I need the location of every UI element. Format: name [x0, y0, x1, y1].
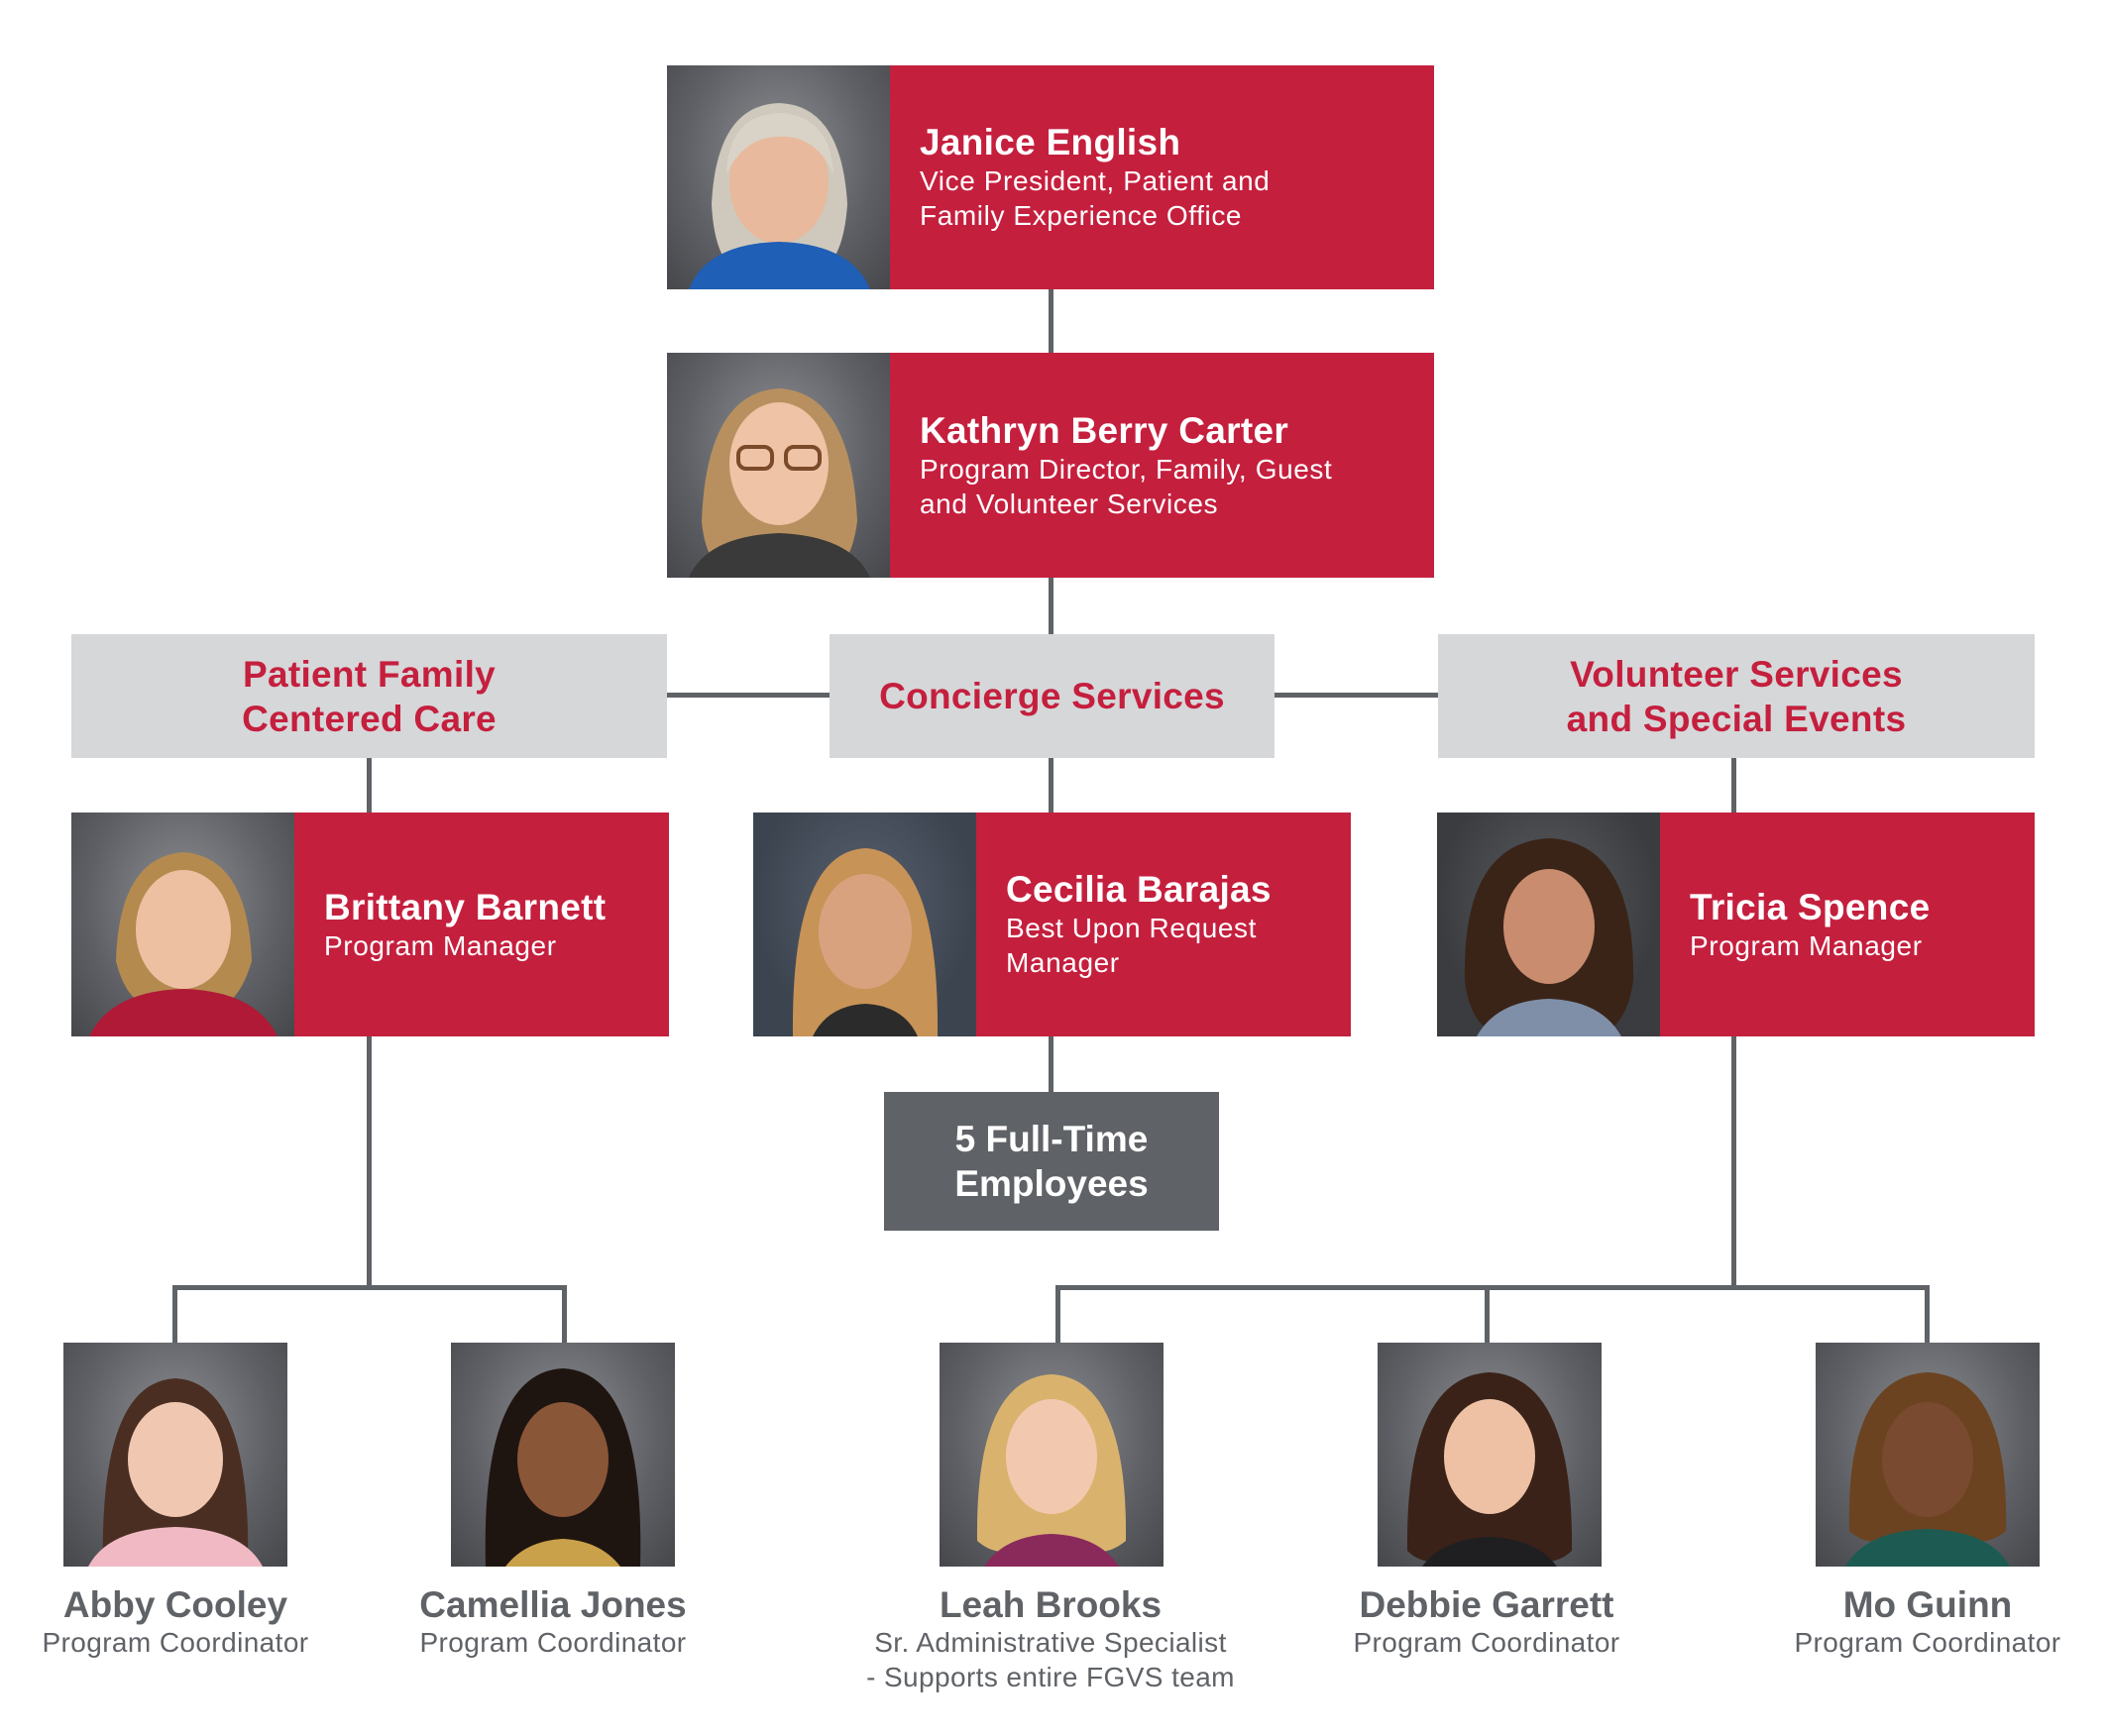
manager-info: Cecilia Barajas Best Upon Request Manage…: [976, 813, 1351, 1036]
department-label-line: and Special Events: [1566, 698, 1907, 739]
leader-name: Kathryn Berry Carter: [920, 409, 1289, 451]
staff-caption-camellia-jones: Camellia Jones Program Coordinator: [345, 1585, 761, 1660]
connector-line: [1049, 1036, 1053, 1092]
portrait-photo: [689, 388, 870, 578]
staff-title-line: Sr. Administrative Specialist: [874, 1627, 1227, 1658]
leader-title-line: Family Experience Office: [920, 200, 1243, 231]
portrait-photo: [667, 65, 890, 289]
manager-name: Brittany Barnett: [324, 886, 607, 927]
staff-title-line: Program Coordinator: [1353, 1627, 1620, 1658]
manager-title-line: Program Manager: [324, 929, 557, 961]
leader-title-line: and Volunteer Services: [920, 488, 1219, 519]
connector-line: [1049, 758, 1053, 813]
staff-name: Leah Brooks: [939, 1584, 1163, 1625]
manager-name: Cecilia Barajas: [1006, 869, 1272, 910]
manager-name: Tricia Spence: [1690, 886, 1931, 927]
connector-line: [562, 1285, 567, 1343]
manager-card-tricia-spence: Tricia Spence Program Manager: [1437, 813, 2035, 1036]
manager-info: Tricia Spence Program Manager: [1660, 813, 2035, 1036]
connector-line: [172, 1285, 177, 1343]
staff-caption-abby-cooley: Abby Cooley Program Coordinator: [0, 1585, 384, 1660]
connector-line: [367, 758, 372, 813]
staff-box-line: Employees: [954, 1163, 1149, 1204]
manager-title-line: Best Upon Request: [1006, 913, 1258, 943]
connector-line: [1055, 1285, 1930, 1290]
staff-box-line: 5 Full-Time: [954, 1119, 1149, 1159]
department-volunteer-services: Volunteer Services and Special Events: [1438, 634, 2035, 758]
portrait-photo-abby-cooley: [63, 1343, 287, 1567]
leader-card-kathryn-berry-carter: Kathryn Berry Carter Program Director, F…: [667, 353, 1434, 578]
department-label-line: Volunteer Services: [1570, 653, 1903, 695]
portrait-photo: [89, 852, 277, 1036]
connector-line: [1485, 1285, 1490, 1343]
connector-line: [172, 1285, 567, 1290]
portrait-photo: [753, 813, 976, 1036]
connector-line: [667, 693, 830, 698]
connector-line: [367, 1036, 372, 1287]
department-concierge-services: Concierge Services: [830, 634, 1275, 758]
connector-line: [1275, 693, 1438, 698]
staff-name: Mo Guinn: [1842, 1584, 2013, 1625]
connector-line: [1049, 289, 1053, 353]
department-patient-family-centered-care: Patient Family Centered Care: [71, 634, 667, 758]
leader-title-line: Program Director, Family, Guest: [920, 453, 1333, 485]
manager-title-line: Manager: [1006, 947, 1120, 978]
portrait-photo: [792, 848, 939, 1036]
staff-title-line: Program Coordinator: [419, 1627, 687, 1658]
portrait-photo: [689, 103, 870, 289]
staff-caption-mo-guinn: Mo Guinn Program Coordinator: [1719, 1585, 2106, 1660]
portrait-photo: [667, 353, 890, 578]
staff-caption-debbie-garrett: Debbie Garrett Program Coordinator: [1278, 1585, 1695, 1660]
portrait-photo: [1437, 813, 1660, 1036]
staff-title-line: Program Coordinator: [1794, 1627, 2061, 1658]
staff-caption-leah-brooks: Leah Brooks Sr. Administrative Specialis…: [842, 1585, 1259, 1694]
manager-info: Brittany Barnett Program Manager: [294, 813, 669, 1036]
leader-card-janice-english: Janice English Vice President, Patient a…: [667, 65, 1434, 289]
leader-info: Kathryn Berry Carter Program Director, F…: [890, 353, 1434, 578]
portrait-photo: [1464, 838, 1634, 1036]
full-time-employees-box: 5 Full-Time Employees: [884, 1092, 1219, 1231]
staff-name: Camellia Jones: [419, 1584, 687, 1625]
portrait-photo-camellia-jones: [451, 1343, 675, 1567]
connector-line: [1731, 1036, 1736, 1287]
department-label-line: Concierge Services: [879, 676, 1225, 716]
manager-title-line: Program Manager: [1690, 929, 1923, 961]
connector-line: [1055, 1285, 1060, 1343]
connector-line: [1731, 758, 1736, 813]
portrait-photo-leah-brooks: [940, 1343, 1164, 1567]
department-label-line: Centered Care: [242, 698, 497, 739]
leader-name: Janice English: [920, 122, 1181, 163]
portrait-photo-mo-guinn: [1816, 1343, 2040, 1567]
staff-name: Abby Cooley: [62, 1584, 288, 1625]
department-label-line: Patient Family: [242, 653, 497, 695]
portrait-photo: [71, 813, 294, 1036]
manager-card-cecilia-barajas: Cecilia Barajas Best Upon Request Manage…: [753, 813, 1351, 1036]
connector-line: [1925, 1285, 1930, 1343]
portrait-photo-debbie-garrett: [1378, 1343, 1602, 1567]
leader-title-line: Vice President, Patient and: [920, 165, 1271, 196]
leader-info: Janice English Vice President, Patient a…: [890, 65, 1434, 289]
staff-title-line: - Supports entire FGVS team: [866, 1662, 1235, 1692]
connector-line: [1049, 578, 1053, 634]
staff-name: Debbie Garrett: [1359, 1584, 1614, 1625]
staff-title-line: Program Coordinator: [42, 1627, 309, 1658]
manager-card-brittany-barnett: Brittany Barnett Program Manager: [71, 813, 669, 1036]
